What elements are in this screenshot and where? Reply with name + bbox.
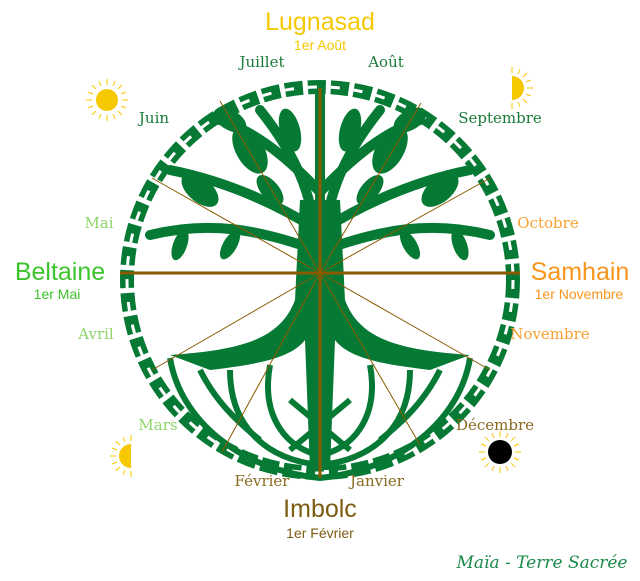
festival-lugnasad: Lugnasad xyxy=(265,8,375,36)
month-labels: Juillet Août Juin Septembre Mai Octobre … xyxy=(77,53,590,490)
month-juillet: Juillet xyxy=(238,53,285,71)
month-octobre: Octobre xyxy=(517,214,579,232)
month-avril: Avril xyxy=(77,325,114,343)
festival-beltaine: Beltaine xyxy=(15,258,105,286)
eclipse-sun-icon xyxy=(479,431,521,473)
month-juin: Juin xyxy=(137,109,169,127)
month-mars: Mars xyxy=(138,416,177,434)
month-septembre: Septembre xyxy=(458,109,542,127)
signature: Maïa - Terre Sacrée xyxy=(455,553,627,573)
month-janvier: Janvier xyxy=(348,472,405,490)
festival-imbolc-date: 1er Février xyxy=(286,525,354,541)
half-sun-icon xyxy=(110,435,132,477)
festival-samhain-date: 1er Novembre xyxy=(535,286,624,302)
month-aout: Août xyxy=(367,53,404,71)
sun-icon xyxy=(86,79,128,121)
festival-samhain: Samhain xyxy=(531,258,630,286)
festival-lugnasad-date: 1er Août xyxy=(294,37,346,53)
half-sun-icon xyxy=(511,67,533,109)
month-mai: Mai xyxy=(84,214,113,232)
month-fevrier: Février xyxy=(235,472,291,490)
month-decembre: Décembre xyxy=(456,416,534,434)
wheel-spokes xyxy=(120,88,520,478)
festival-beltaine-date: 1er Mai xyxy=(34,286,81,302)
month-novembre: Novembre xyxy=(510,325,590,343)
festival-imbolc: Imbolc xyxy=(283,495,357,523)
